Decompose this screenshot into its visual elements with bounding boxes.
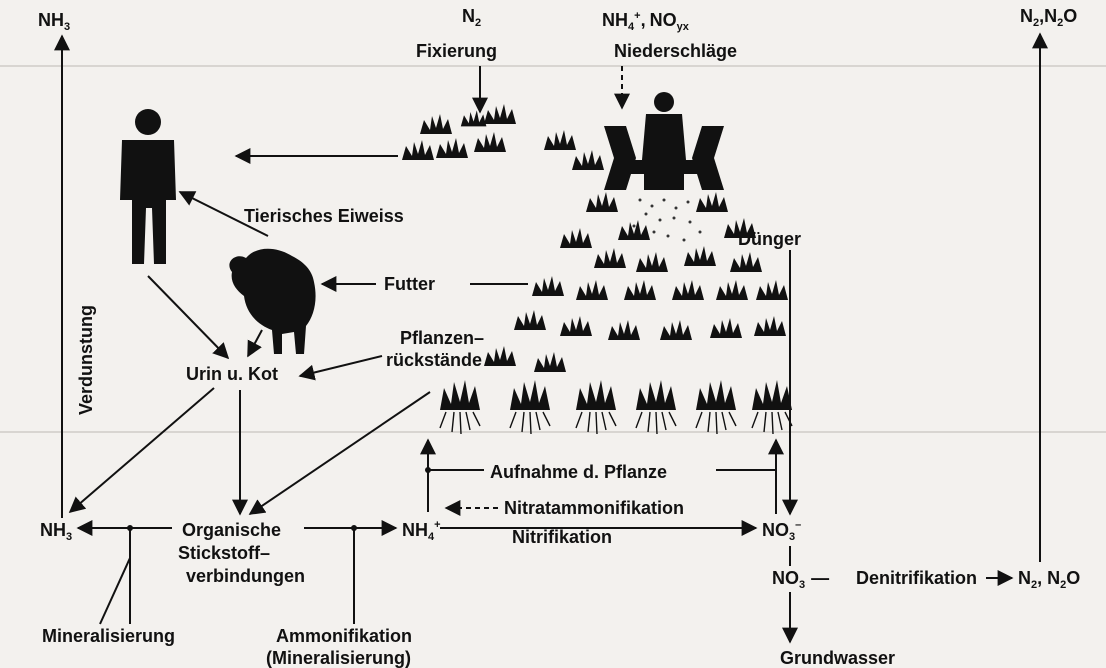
process-labels: Fixierung Niederschläge Tierisches Eiwei… — [42, 41, 977, 668]
ammonifikation-sub-label: (Mineralisierung) — [266, 648, 411, 668]
futter-label: Futter — [384, 274, 435, 294]
bottom-nh4-label: NH4+ — [402, 519, 441, 543]
nitrifikation-label: Nitrifikation — [512, 527, 612, 547]
ammonifikation-label: Ammonifikation — [276, 626, 412, 646]
cow-icon — [229, 248, 316, 354]
urin-kot-label: Urin u. Kot — [186, 364, 278, 384]
top-nh3-label: NH3 — [38, 10, 70, 33]
bottom-nh3-label: NH3 — [40, 520, 72, 543]
top-n2-label: N2 — [462, 6, 481, 29]
mineralisierung-label: Mineralisierung — [42, 626, 175, 646]
nitratammonifikation-label: Nitratammonifikation — [504, 498, 684, 518]
bottom-species-labels: NH3 NH4+ NO3– NO3— N2, N2O — [40, 519, 1080, 591]
cow-to-urin-arrow — [247, 329, 263, 358]
grundwasser-label: Grundwasser — [780, 648, 895, 668]
denitrifikation-label: Denitrifikation — [856, 568, 977, 588]
aufnahme-label: Aufnahme d. Pflanze — [490, 462, 667, 482]
fixierung-label: Fixierung — [416, 41, 497, 61]
organische-label: Organische — [182, 520, 281, 540]
person-icon — [120, 109, 176, 264]
person-to-urin-arrow — [147, 275, 230, 360]
rueckstaende-to-organic-arrow — [248, 391, 431, 515]
tierisches-eiweiss-label: Tierisches Eiweiss — [244, 206, 404, 226]
niederschlaege-label: Niederschläge — [614, 41, 737, 61]
flow-arrows — [54, 32, 1048, 644]
bottom-no3b-label: NO3— — [772, 568, 829, 591]
rueckstaende-arrow — [298, 355, 383, 381]
top-species-labels: NH3 N2 NH4+,NOyx N2,N2O — [38, 6, 1077, 33]
background-page-text — [0, 65, 1106, 433]
urin-to-nh3-arrow — [68, 387, 215, 514]
pflanzen-label: Pflanzen– — [400, 328, 484, 348]
plant-field — [402, 104, 793, 435]
stickstoff-label: Stickstoff– — [178, 543, 270, 563]
tractor-icon — [604, 92, 724, 190]
bottom-n2-n2o-label: N2, N2O — [1018, 568, 1080, 591]
tierisches-eiweiss-arrow — [178, 191, 269, 237]
bottom-no3-label: NO3– — [762, 519, 801, 543]
top-n2-n2o-label: N2,N2O — [1020, 6, 1077, 29]
verdunstung-label: Verdunstung — [76, 305, 96, 415]
rueckstaende-label: rückstände — [386, 350, 482, 370]
verbindungen-label: verbindungen — [186, 566, 305, 586]
duenger-label: Dünger — [738, 229, 801, 249]
mineral-tick-2 — [99, 557, 131, 625]
top-nh4-noy-label: NH4+,NOyx — [602, 10, 690, 33]
